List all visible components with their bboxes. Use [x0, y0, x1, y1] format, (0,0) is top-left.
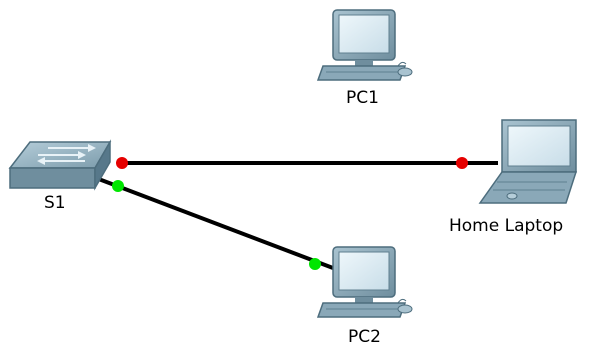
port-light-pc2-s1 [309, 258, 321, 270]
s1-switch-icon[interactable] [8, 139, 112, 191]
pc2-label: PC2 [348, 327, 381, 347]
home-laptop-icon[interactable] [478, 119, 578, 204]
s1-label: S1 [44, 193, 66, 213]
port-light-s1-laptop [116, 157, 128, 169]
pc1-label: PC1 [346, 88, 379, 108]
port-light-laptop-s1 [456, 157, 468, 169]
home-laptop-label: Home Laptop [449, 216, 564, 236]
pc2-device-icon[interactable] [316, 246, 413, 318]
pc1-device-icon[interactable] [316, 9, 413, 81]
cable-s1-pc2[interactable] [95, 176, 334, 270]
port-light-s1-pc2 [112, 180, 124, 192]
